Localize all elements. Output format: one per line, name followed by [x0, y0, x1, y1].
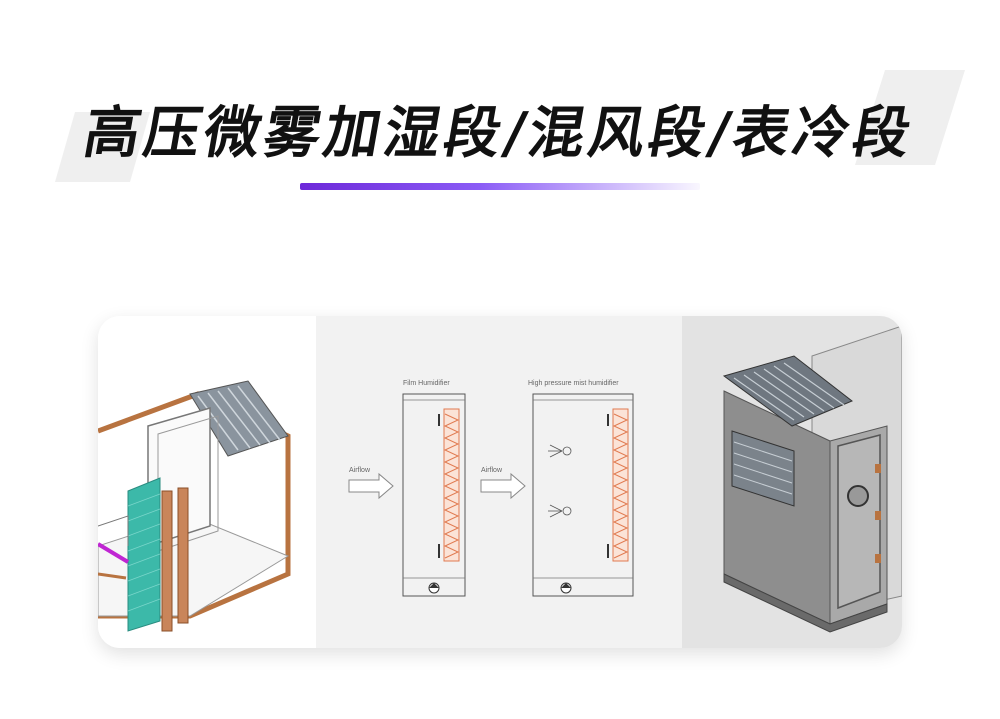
airflow-label-1: Airflow [349, 467, 371, 474]
title-underline [300, 183, 700, 190]
mist-humidifier-label: High pressure mist humidifier [528, 380, 619, 387]
film-humidifier-unit [402, 393, 466, 597]
mist-humidifier-unit [532, 393, 634, 597]
humidifier-schematic: Film Humidifier High pressure mist humid… [316, 316, 682, 648]
left-decor-bar [55, 112, 150, 182]
right-decor-bar [855, 70, 965, 165]
page-title: 高压微雾加湿段/混风段/表冷段 [78, 101, 920, 166]
airflow-arrow-2 [480, 472, 526, 500]
image-card: Film Humidifier High pressure mist humid… [98, 316, 902, 648]
airflow-arrow-1 [348, 472, 394, 500]
film-humidifier-label: Film Humidifier [403, 380, 450, 387]
coil-section-illustration [98, 316, 316, 648]
airflow-label-2: Airflow [481, 467, 503, 474]
ahu-unit-illustration [682, 316, 902, 648]
